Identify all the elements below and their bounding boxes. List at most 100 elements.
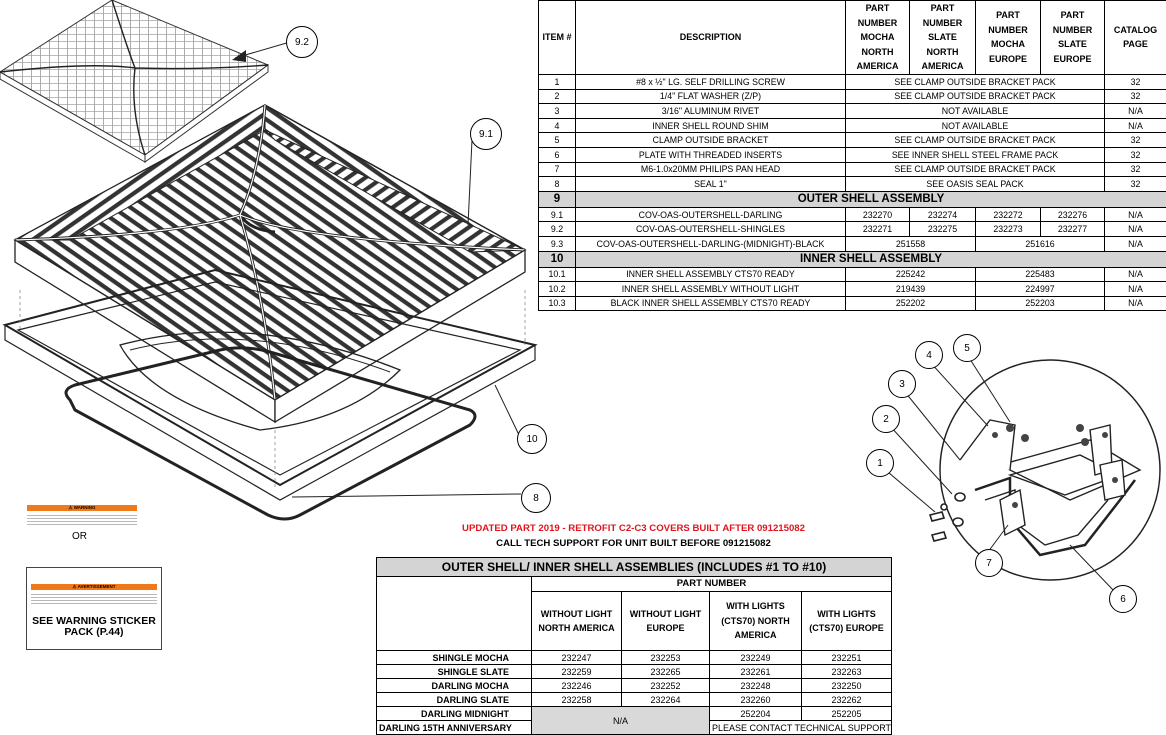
assemblies-title: OUTER SHELL/ INNER SHELL ASSEMBLIES (INC…: [377, 558, 892, 577]
assemblies-table: OUTER SHELL/ INNER SHELL ASSEMBLIES (INC…: [376, 557, 892, 735]
cell-page: 32: [1105, 89, 1166, 104]
cell-item: 10.3: [539, 296, 576, 311]
cell-pn: 232248: [710, 679, 802, 693]
call-tech-support-note: CALL TECH SUPPORT FOR UNIT BUILT BEFORE …: [376, 538, 891, 549]
row-label: SHINGLE SLATE: [377, 665, 532, 679]
warning-sticker-fr-header: ⚠ AVERTISSEMENT: [31, 584, 157, 590]
warning-sticker-en-text: [27, 513, 137, 525]
exploded-cover-drawing: [0, 0, 560, 540]
table-row: 3 3/16" ALUMINUM RIVET NOT AVAILABLE N/A: [539, 104, 1166, 119]
cell-item: 2: [539, 89, 576, 104]
header-with-lights-eu: WITH LIGHTS (CTS70) EUROPE: [802, 592, 892, 651]
callout-9-1: 9.1: [470, 118, 502, 150]
parts-table: ITEM # DESCRIPTION PART NUMBER MOCHA NOR…: [538, 0, 1166, 311]
cell-page: 32: [1105, 74, 1166, 89]
cell-desc: M6-1.0x20MM PHILIPS PAN HEAD: [576, 162, 846, 177]
section-item: 10: [539, 251, 576, 267]
cell-page: N/A: [1105, 267, 1166, 282]
cell-pn: NOT AVAILABLE: [846, 104, 1105, 119]
cell-page: N/A: [1105, 207, 1166, 222]
cell-item: 10.1: [539, 267, 576, 282]
updated-part-note: UPDATED PART 2019 - RETROFIT C2-C3 COVER…: [376, 523, 891, 534]
cell-pn: 232262: [802, 693, 892, 707]
header-without-light-eu: WITHOUT LIGHT EUROPE: [622, 592, 710, 651]
cell-page: 32: [1105, 147, 1166, 162]
na-cell: N/A: [532, 707, 710, 735]
row-label: DARLING 15TH ANNIVERSARY: [377, 721, 532, 735]
callout-5: 5: [953, 334, 981, 362]
warning-sticker-box: ⚠ AVERTISSEMENT SEE WARNING STICKER PACK…: [26, 567, 162, 650]
cell-item: 3: [539, 104, 576, 119]
cell-pn: 232263: [802, 665, 892, 679]
part-number-row: PART NUMBER: [377, 577, 892, 592]
part-number-header: PART NUMBER: [532, 577, 892, 592]
cell-pn: 232272: [976, 207, 1041, 222]
cell-pn: 232270: [846, 207, 910, 222]
cell-pn: 232260: [710, 693, 802, 707]
cell-pn: 252205: [802, 707, 892, 721]
cell-pn: 252203: [976, 296, 1105, 311]
cell-page: N/A: [1105, 296, 1166, 311]
cell-desc: INNER SHELL ASSEMBLY WITHOUT LIGHT: [576, 282, 846, 297]
cell-pn: NOT AVAILABLE: [846, 118, 1105, 133]
or-text: OR: [72, 531, 87, 542]
cell-pn: 224997: [976, 282, 1105, 297]
cell-item: 7: [539, 162, 576, 177]
cell-item: 9.1: [539, 207, 576, 222]
cell-desc: 1/4" FLAT WASHER (Z/P): [576, 89, 846, 104]
table-row: 9.2 COV-OAS-OUTERSHELL-SHINGLES 232271 2…: [539, 222, 1166, 237]
cell-page: 32: [1105, 177, 1166, 192]
cell-pn: SEE CLAMP OUTSIDE BRACKET PACK: [846, 89, 1105, 104]
cell-pn: 232247: [532, 651, 622, 665]
table-row: SHINGLE MOCHA 232247 232253 232249 23225…: [377, 651, 892, 665]
table-row: 6 PLATE WITH THREADED INSERTS SEE INNER …: [539, 147, 1166, 162]
cell-pn: 232258: [532, 693, 622, 707]
cell-page: N/A: [1105, 282, 1166, 297]
row-label: DARLING SLATE: [377, 693, 532, 707]
cell-pn: 232252: [622, 679, 710, 693]
table-row: 10.1 INNER SHELL ASSEMBLY CTS70 READY 22…: [539, 267, 1166, 282]
header-without-light-na: WITHOUT LIGHT NORTH AMERICA: [532, 592, 622, 651]
callout-8: 8: [521, 483, 551, 513]
contact-support-cell: PLEASE CONTACT TECHNICAL SUPPORT: [710, 721, 892, 735]
cell-pn: SEE CLAMP OUTSIDE BRACKET PACK: [846, 133, 1105, 148]
cell-pn: 232277: [1041, 222, 1105, 237]
cell-pn: 232251: [802, 651, 892, 665]
row-label: SHINGLE MOCHA: [377, 651, 532, 665]
table-row: 1 #8 x ½" LG. SELF DRILLING SCREW SEE CL…: [539, 74, 1166, 89]
cell-desc: 3/16" ALUMINUM RIVET: [576, 104, 846, 119]
row-label: DARLING MIDNIGHT: [377, 707, 532, 721]
callout-3: 3: [888, 370, 916, 398]
header-mocha-eu: PART NUMBER MOCHA EUROPE: [976, 1, 1041, 75]
cell-pn: 232271: [846, 222, 910, 237]
cell-item: 8: [539, 177, 576, 192]
table-row: 2 1/4" FLAT WASHER (Z/P) SEE CLAMP OUTSI…: [539, 89, 1166, 104]
table-row: DARLING MIDNIGHT N/A 252204 252205: [377, 707, 892, 721]
cell-pn: 251616: [976, 236, 1105, 251]
cell-pn: 225242: [846, 267, 976, 282]
table-row: 9.3 COV-OAS-OUTERSHELL-DARLING-(MIDNIGHT…: [539, 236, 1166, 251]
callout-2: 2: [872, 405, 900, 433]
table-row: 7 M6-1.0x20MM PHILIPS PAN HEAD SEE CLAMP…: [539, 162, 1166, 177]
callout-7: 7: [975, 549, 1003, 577]
warning-sticker-en: ⚠ WARNING: [27, 505, 137, 527]
parts-table-header: ITEM # DESCRIPTION PART NUMBER MOCHA NOR…: [539, 1, 1166, 75]
assemblies-title-row: OUTER SHELL/ INNER SHELL ASSEMBLIES (INC…: [377, 558, 892, 577]
cell-pn: 232274: [910, 207, 976, 222]
cell-item: 6: [539, 147, 576, 162]
cell-pn: 232246: [532, 679, 622, 693]
cell-desc: SEAL 1": [576, 177, 846, 192]
warning-sticker-fr-text: [31, 592, 157, 604]
table-row: 10.3 BLACK INNER SHELL ASSEMBLY CTS70 RE…: [539, 296, 1166, 311]
cell-item: 1: [539, 74, 576, 89]
cell-desc: COV-OAS-OUTERSHELL-SHINGLES: [576, 222, 846, 237]
cell-desc: #8 x ½" LG. SELF DRILLING SCREW: [576, 74, 846, 89]
cell-pn: SEE CLAMP OUTSIDE BRACKET PACK: [846, 74, 1105, 89]
cell-page: N/A: [1105, 222, 1166, 237]
callout-10: 10: [517, 424, 547, 454]
cell-item: 10.2: [539, 282, 576, 297]
cell-pn: 251558: [846, 236, 976, 251]
cell-pn: 232250: [802, 679, 892, 693]
table-row: 10.2 INNER SHELL ASSEMBLY WITHOUT LIGHT …: [539, 282, 1166, 297]
cell-pn: SEE CLAMP OUTSIDE BRACKET PACK: [846, 162, 1105, 177]
